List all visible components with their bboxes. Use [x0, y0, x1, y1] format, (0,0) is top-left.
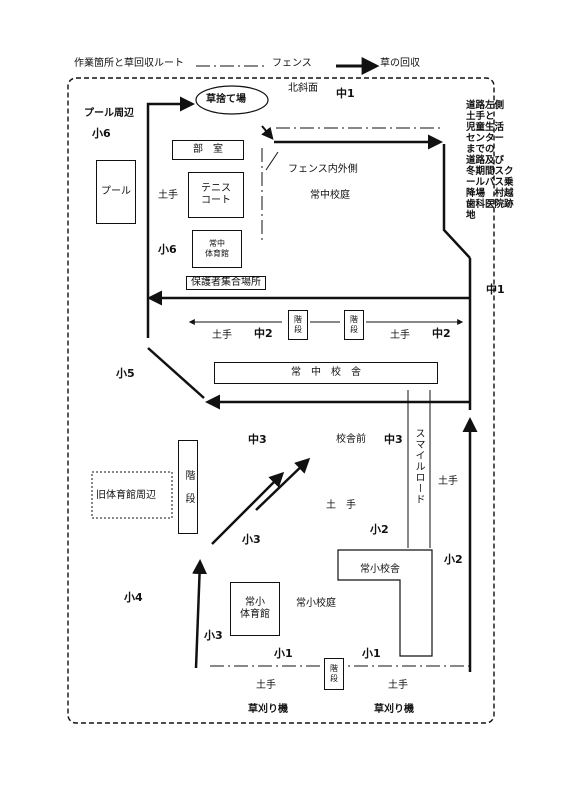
work-area-boundary: [67, 77, 495, 724]
route-lower-diagonal-a: [211, 471, 285, 545]
tennis-court-box: テニス コート: [188, 172, 244, 218]
old-gym-box: [91, 471, 173, 519]
embankment-row-right: 土手: [390, 330, 410, 341]
jh-yard-label: 常中校庭: [310, 190, 350, 201]
route-right-diagonal: [442, 144, 471, 259]
grade-g2-right: 小2: [444, 553, 463, 566]
guardian-area-label: 保護者集合場所: [191, 277, 261, 288]
grade-m1-top: 中1: [336, 87, 355, 100]
grade-g5: 小5: [116, 367, 135, 380]
grade-m3-left: 中3: [248, 433, 267, 446]
jh-building-box: 常 中 校 舎: [214, 362, 438, 384]
grade-m3-right: 中3: [384, 433, 403, 446]
grass-dump-ellipse: [195, 85, 269, 115]
guardian-area-box: 保護者集合場所: [186, 276, 266, 290]
route-lower-left: [192, 559, 208, 669]
mower-left: 草刈り機: [248, 704, 288, 715]
club-room-label: 部 室: [193, 144, 223, 155]
grade-g1-right: 小1: [362, 647, 381, 660]
grade-g1-left: 小1: [274, 647, 293, 660]
es-building-label: 常小校舎: [360, 564, 400, 575]
grade-m1-right: 中1: [486, 283, 505, 296]
stairs-box-left: 階 段: [288, 310, 308, 340]
es-yard-label: 常小校庭: [296, 598, 336, 609]
stairs-label-tall: 階 段: [183, 470, 194, 504]
fence-line-c: [265, 151, 279, 171]
smile-road-label: スマイルロード: [413, 428, 424, 505]
stairs-label-left: 階 段: [294, 315, 302, 334]
stairs-label-bottom: 階 段: [330, 664, 338, 683]
embankment-right-label: 土手: [438, 476, 458, 487]
jh-gym-label: 常中 体育館: [205, 239, 229, 258]
embankment-bottom-left: 土手: [256, 680, 276, 691]
pool-label: プール: [101, 186, 131, 197]
grade-m2-right: 中2: [432, 327, 451, 340]
embankment-left-label: 土手: [158, 190, 178, 201]
legend-collection-label: 草の回収: [380, 58, 420, 69]
grade-g3-low: 小3: [204, 629, 223, 642]
es-gym-box: 常小 体育館: [230, 582, 280, 636]
legend-fence-label: フェンス: [272, 58, 312, 69]
road-note: 道路左側 土手と 児童生活 センター までの 道路及び 冬期間スク ールバス乗 …: [466, 100, 514, 221]
legend-work-area: 作業箇所と草回収ルート: [74, 58, 184, 69]
stairs-box-right: 階 段: [344, 310, 364, 340]
grass-dump-label: 草捨て場: [206, 94, 246, 105]
stairs-box-tall: 階 段: [178, 440, 198, 534]
route-lower-diagonal-b: [255, 457, 311, 511]
es-gym-label: 常小 体育館: [240, 597, 270, 620]
pool-area-label: プール周辺: [84, 108, 134, 119]
embankment-row-left: 土手: [212, 330, 232, 341]
grade-m2-left: 中2: [254, 327, 273, 340]
route-upper-left: [146, 96, 195, 338]
tennis-court-label: テニス コート: [201, 183, 231, 206]
jh-gym-box: 常中 体育館: [192, 230, 242, 268]
grade-g6-top: 小6: [92, 127, 111, 140]
front-of-school-label: 校舎前: [336, 434, 366, 445]
old-gym-label: 旧体育館周辺: [96, 490, 156, 501]
route-left-diagonal: [147, 347, 205, 399]
es-building-shape: [337, 549, 433, 657]
grade-g6-mid: 小6: [158, 243, 177, 256]
north-slope-label: 北斜面: [288, 83, 318, 94]
stairs-box-bottom: 階 段: [324, 658, 344, 690]
embankment-bottom-right: 土手: [388, 680, 408, 691]
pool-box: プール: [96, 160, 136, 224]
embankment-center-label: 土 手: [326, 500, 356, 511]
grade-g2-mid: 小2: [370, 523, 389, 536]
fence-inside-outside-label: フェンス内外側: [288, 164, 358, 175]
grade-g4: 小4: [124, 591, 143, 604]
grade-g3-mid: 小3: [242, 533, 261, 546]
route-corner-small: [261, 125, 274, 140]
club-room-box: 部 室: [172, 140, 244, 160]
jh-building-label: 常 中 校 舎: [291, 367, 361, 378]
mower-right: 草刈り機: [374, 704, 414, 715]
stairs-label-right: 階 段: [350, 315, 358, 334]
